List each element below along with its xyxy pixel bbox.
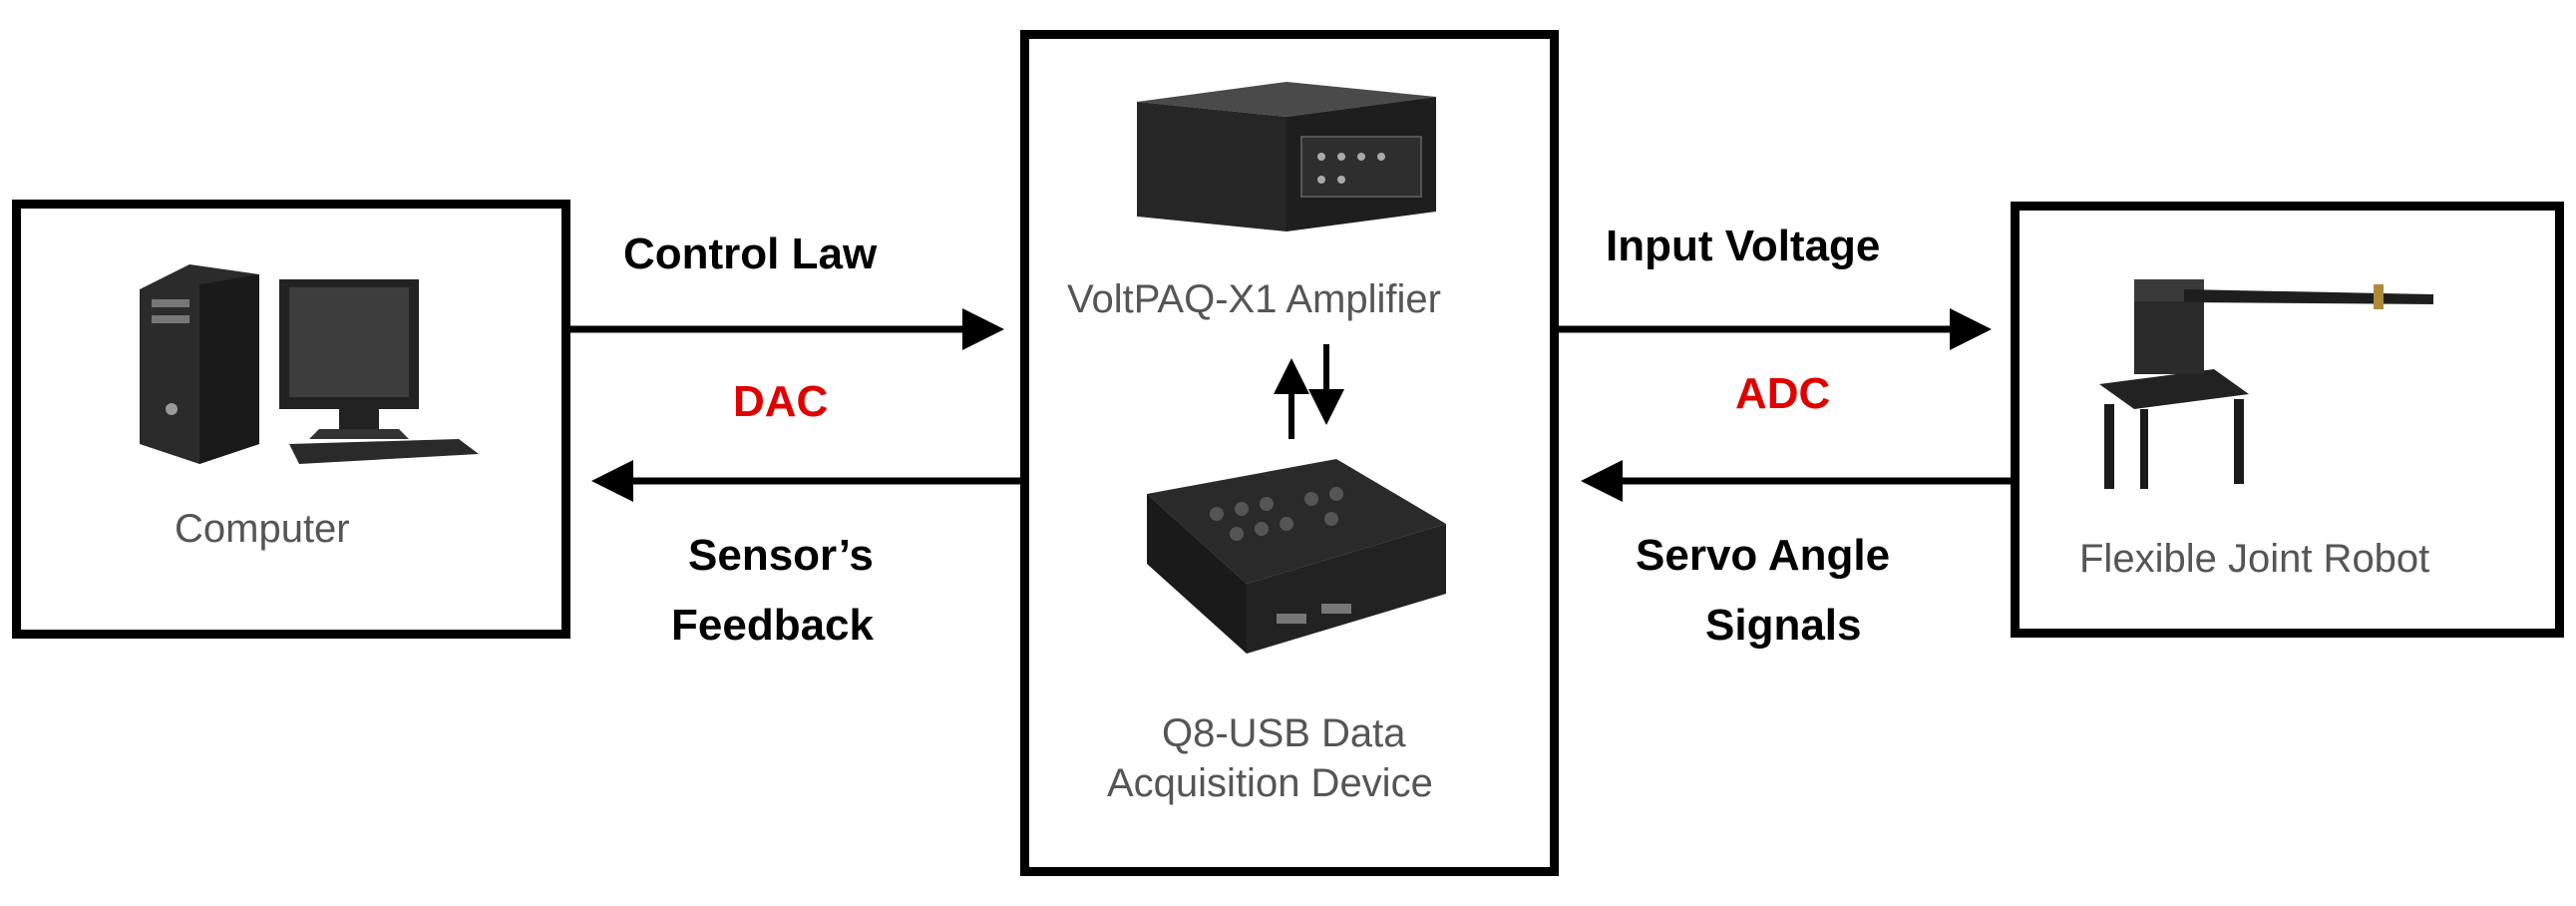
control-law-label: Control Law [623,229,878,278]
servo-angle-label-line2: Signals [1705,601,1862,650]
amplifier-icon [1137,82,1436,231]
computer-block [12,200,570,639]
amplifier-label: VoltPAQ-X1 Amplifier [1067,277,1441,321]
flexible-joint-robot-icon [2099,279,2433,489]
daq-label-line1: Q8-USB Data [1162,711,1406,755]
robot-block [2011,202,2564,638]
sensor-feedback-label-line2: Feedback [671,601,874,650]
computer-label: Computer [175,507,350,551]
computer-icon [140,264,479,464]
dac-label: DAC [733,377,829,426]
robot-label: Flexible Joint Robot [2079,537,2430,581]
adc-label: ADC [1735,369,1831,418]
servo-angle-label-line1: Servo Angle [1636,531,1891,580]
daq-label-line2: Acquisition Device [1107,761,1433,805]
daq-device-icon [1147,459,1446,654]
input-voltage-label: Input Voltage [1606,222,1881,270]
sensor-feedback-label-line1: Sensor’s [688,531,874,580]
